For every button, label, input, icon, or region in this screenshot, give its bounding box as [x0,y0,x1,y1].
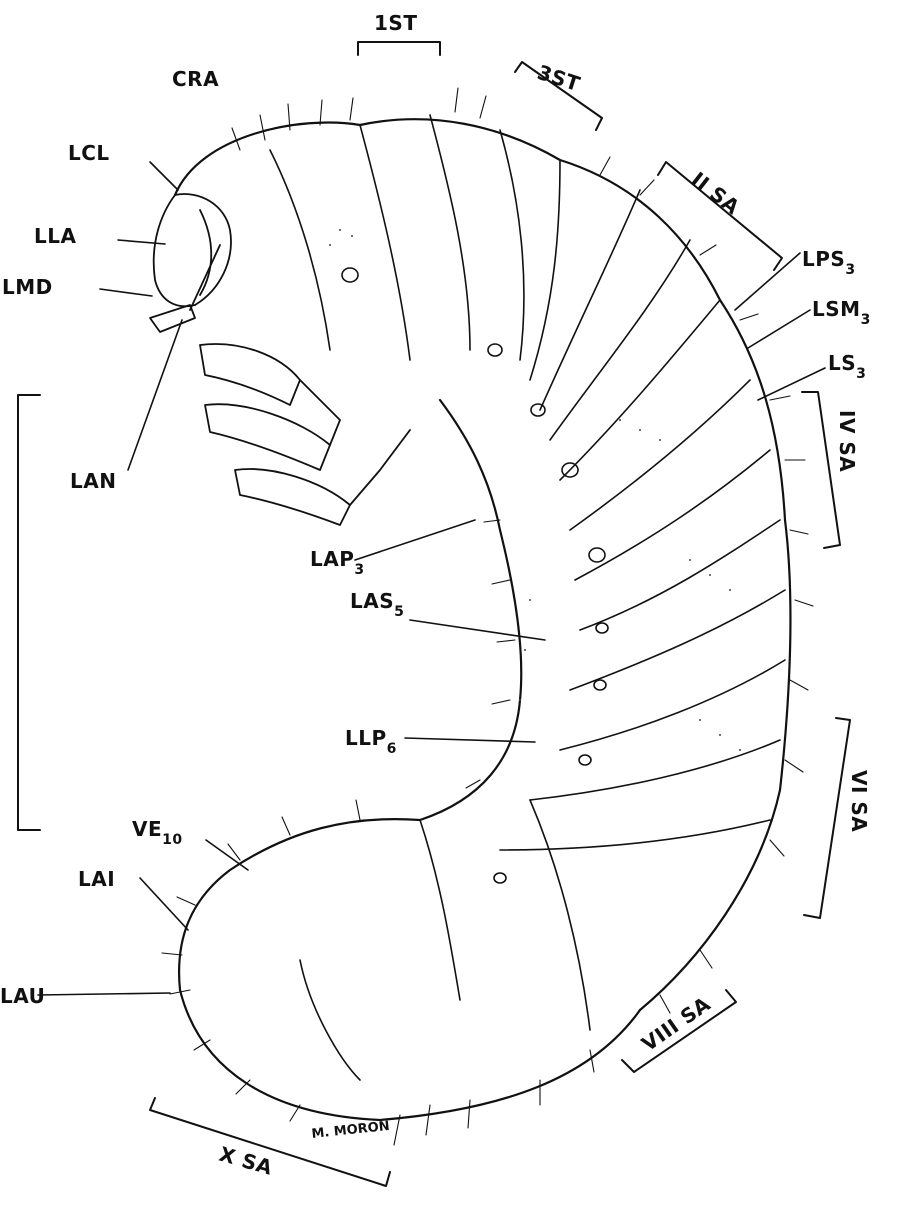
head-capsule [150,194,231,332]
label-lap: LAP3 [310,547,365,578]
label-lau: LAU [0,984,45,1008]
label-lps: LPS3 [802,247,856,278]
label-lan: LAN [70,469,116,493]
label-vi-sa: VI SA [847,770,871,832]
label-cra: CRA [172,67,219,91]
setae [162,88,813,1145]
larva-body [175,119,790,1120]
label-3st: 3ST [534,60,583,96]
label-ii-sa: II SA [687,167,745,219]
label-las: LAS5 [350,589,404,620]
labels: 1ST 3ST CRA LCL LLA LMD LAN LPS3 LSM3 LS… [0,11,871,1180]
stippling [329,229,741,751]
label-lmd: LMD [2,275,53,299]
label-lla: LLA [34,224,76,248]
label-lai: LAI [78,867,115,891]
label-llp: LLP6 [345,726,397,757]
label-lcl: LCL [68,141,110,165]
leader-lines [38,162,825,995]
label-ve: VE10 [132,817,183,848]
label-iv-sa: IV SA [835,410,859,472]
signature: M. MORON [311,1119,390,1142]
label-1st: 1ST [374,11,417,35]
segment-lines [270,115,785,1080]
label-lsm: LSM3 [812,297,871,328]
thoracic-legs [200,344,410,525]
label-ls: LS3 [828,351,866,382]
